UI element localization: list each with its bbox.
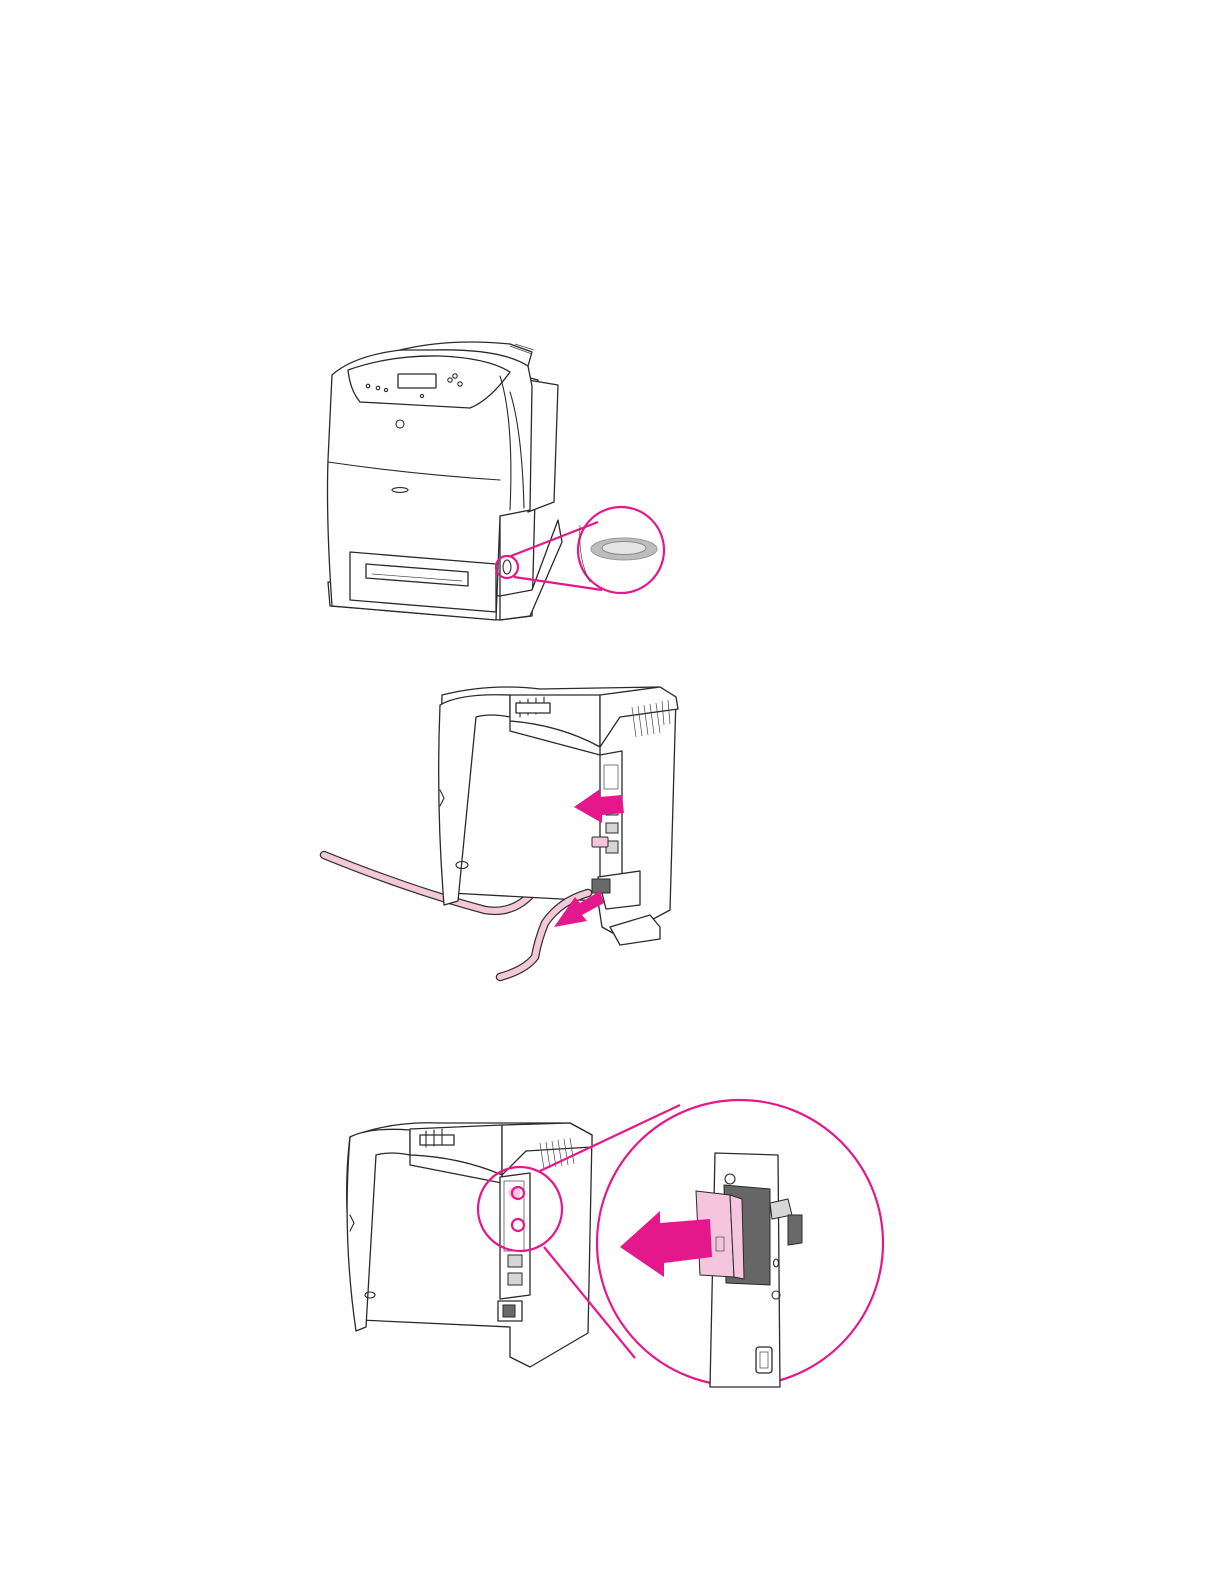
printer-power-switch-illustration	[300, 320, 700, 640]
unplug-cables-illustration	[310, 665, 710, 990]
pull-arrow-icon	[620, 1211, 712, 1277]
remove-formatter-illustration	[330, 1095, 900, 1395]
